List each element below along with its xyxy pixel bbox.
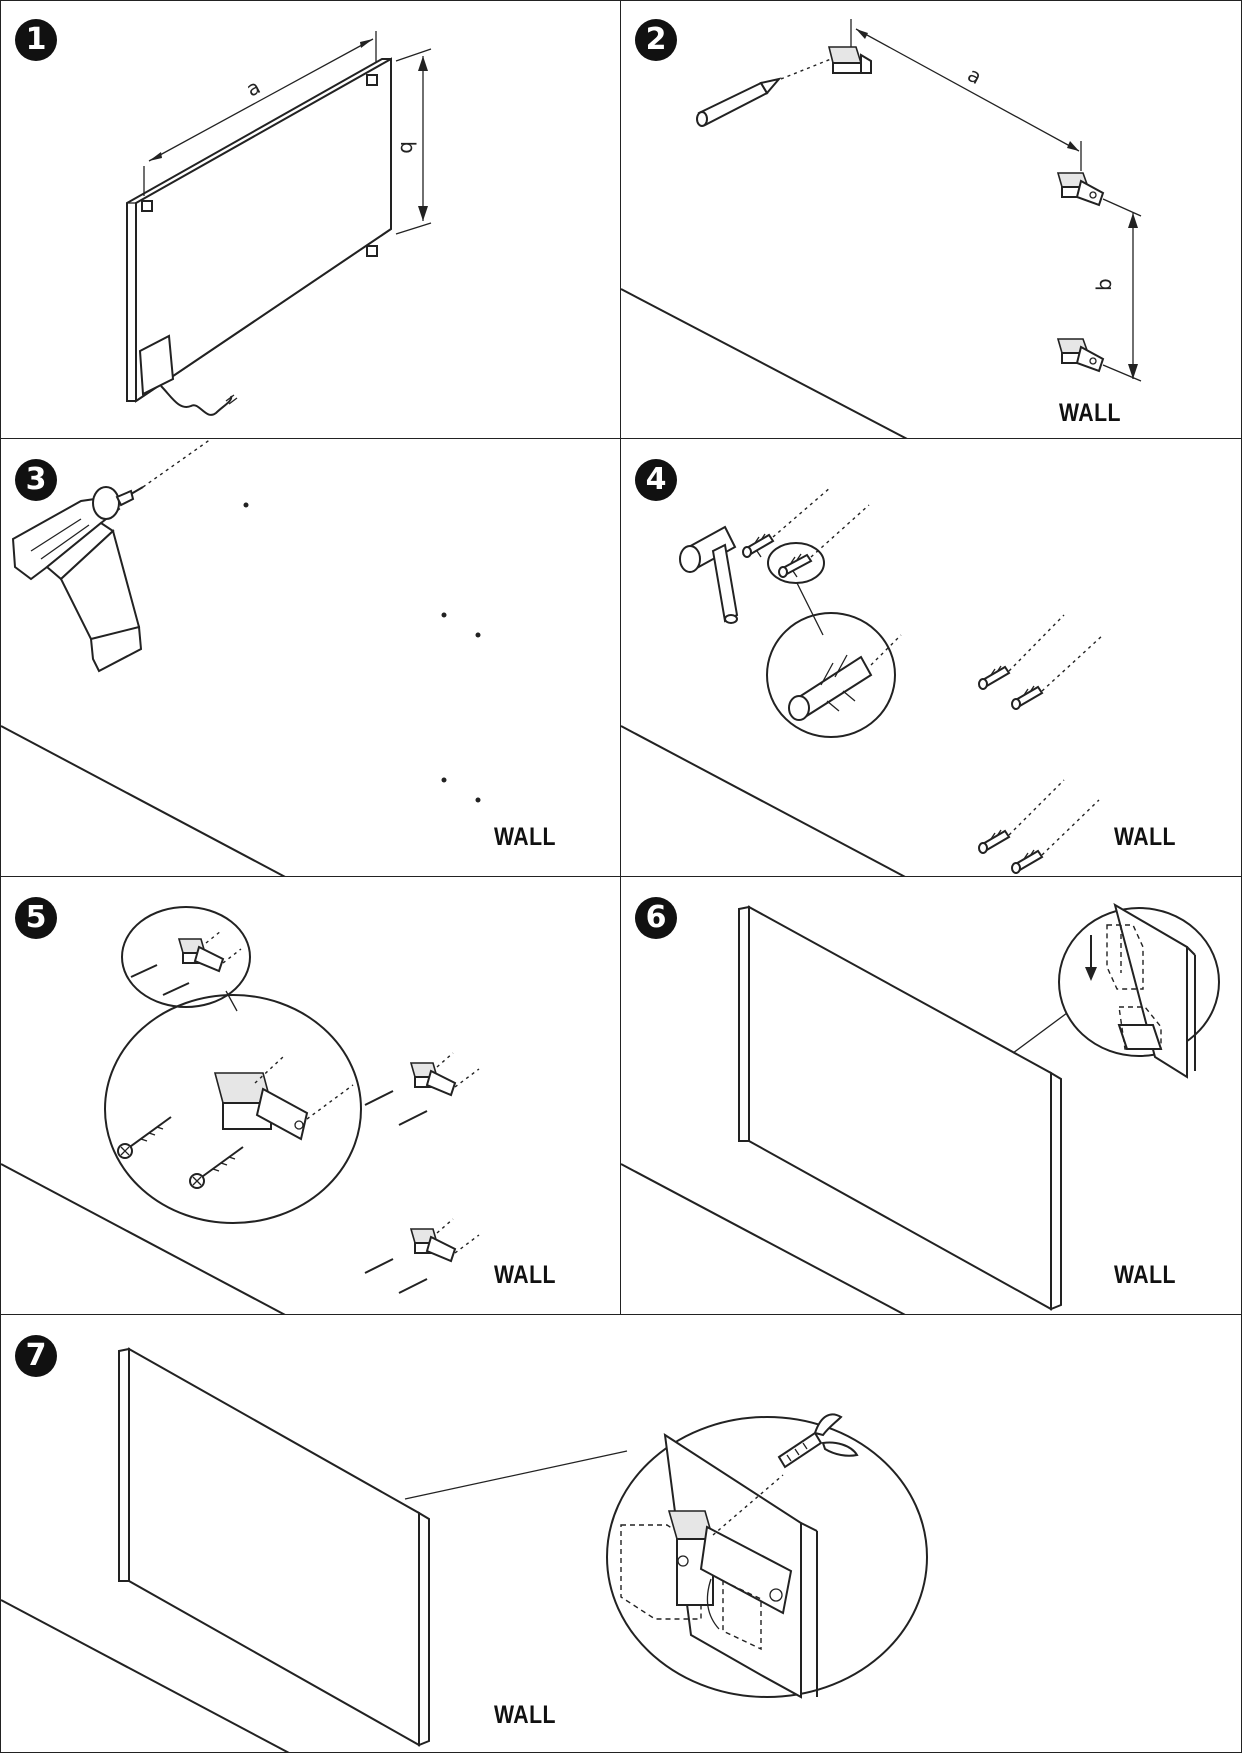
detail-magnifier-icon (766, 612, 902, 738)
bracket-icon (1056, 172, 1105, 207)
step-2-panel: 2 (620, 0, 1242, 440)
wall-label: WALL (494, 1261, 556, 1289)
wall-plug-icon (742, 533, 775, 558)
wall-plug-icon (978, 665, 1011, 690)
dimension-a (850, 19, 1082, 171)
floor-line (1, 1599, 290, 1752)
wing-screw-icon (777, 1413, 859, 1469)
heater-panel-icon (118, 1347, 430, 1747)
wall-plug-icon (1011, 685, 1044, 710)
step-6-badge: 6 (635, 897, 677, 939)
bracket-icon (827, 46, 872, 74)
wall-label: WALL (1059, 399, 1121, 427)
step-3-drawing (1, 439, 481, 877)
detail-magnifier-icon (606, 1416, 928, 1699)
hammer-icon (679, 525, 739, 624)
detail-magnifier-icon (121, 906, 251, 1008)
detail-magnifier-icon (1058, 902, 1220, 1079)
step-1-drawing: a b (126, 31, 432, 416)
wall-plug-icon (778, 553, 813, 578)
wall-plug-icon (1011, 849, 1044, 874)
step-3-badge: 3 (15, 459, 57, 501)
floor-line (1, 1163, 288, 1315)
dimension-a (143, 31, 377, 196)
screw-icon (189, 1146, 244, 1189)
heater-panel-icon (738, 905, 1062, 1311)
floor-line (621, 1163, 908, 1315)
detail-magnifier-icon (104, 994, 362, 1224)
step-6-drawing (621, 902, 1220, 1315)
step-2-badge: 2 (635, 19, 677, 61)
step-4-drawing (621, 486, 1104, 877)
step-4-badge: 4 (635, 459, 677, 501)
bracket-icon (1056, 338, 1105, 373)
dimension-b-label: b (396, 141, 420, 154)
step-7-badge: 7 (15, 1335, 57, 1377)
step-7-drawing (1, 1347, 928, 1752)
wall-label: WALL (1114, 823, 1176, 851)
step-1-badge: 1 (15, 19, 57, 61)
plug-highlight-ring (767, 542, 825, 584)
step-6-panel: 6 WALL (620, 876, 1242, 1316)
screw-icon (117, 1116, 172, 1159)
bracket-icon (364, 1218, 480, 1294)
drill-marks (243, 502, 481, 803)
step-5-badge: 5 (15, 897, 57, 939)
floor-line (621, 288, 910, 439)
step-7-panel: 7 (0, 1314, 1242, 1753)
wall-label: WALL (1114, 1261, 1176, 1289)
heater-panel-icon (126, 57, 392, 416)
dimension-a-label: a (964, 62, 986, 89)
wall-label: WALL (494, 823, 556, 851)
bracket-icon (364, 1052, 480, 1126)
dimension-b-label: b (1092, 278, 1116, 291)
drill-guide-line (142, 439, 212, 488)
step-5-drawing (1, 906, 480, 1315)
dimension-b (1102, 198, 1142, 382)
pencil-icon (696, 77, 782, 127)
step-4-panel: 4 (620, 438, 1242, 878)
drill-icon (11, 486, 144, 673)
dimension-a-label: a (242, 74, 264, 101)
step-2-drawing: a b (621, 19, 1142, 439)
step-5-panel: 5 (0, 876, 622, 1316)
step-3-panel: 3 WALL (0, 438, 622, 878)
floor-line (1, 725, 288, 877)
wall-plug-icon (978, 829, 1011, 854)
wall-label: WALL (494, 1701, 556, 1729)
step-1-panel: 1 a (0, 0, 622, 440)
dimension-b (395, 48, 432, 235)
floor-line (621, 725, 908, 877)
